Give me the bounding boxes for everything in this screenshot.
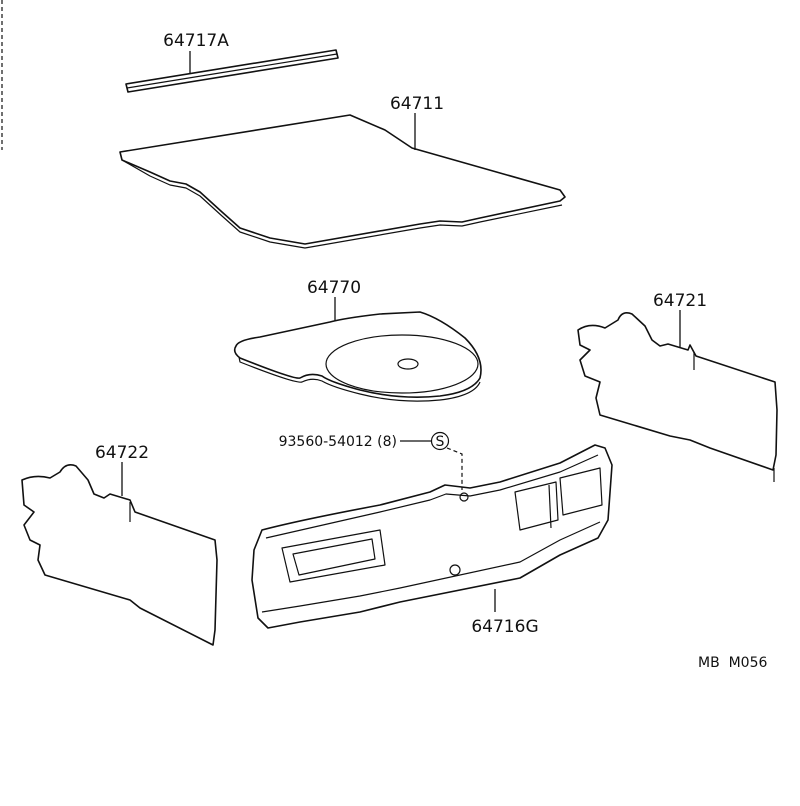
part-64716g-lower-hole bbox=[449, 564, 461, 576]
part-64717a: 64717A bbox=[125, 31, 339, 93]
drawing-code: MB M056 bbox=[698, 655, 767, 671]
part-64717a-label: 64717A bbox=[163, 31, 229, 51]
part-64711-thickness bbox=[121, 159, 563, 249]
part-64770-recess bbox=[325, 334, 479, 394]
part-64716g-upper-hole bbox=[459, 492, 469, 502]
part-64716g-left-cutout bbox=[281, 529, 386, 583]
part-64716g-left-cutout-inner bbox=[292, 538, 376, 576]
part-64716g-divider bbox=[548, 484, 552, 529]
part-64770-label: 64770 bbox=[307, 278, 361, 298]
part-64770-hole bbox=[397, 358, 419, 370]
fastener-symbol: S bbox=[436, 434, 445, 450]
part-64716g-label: 64716G bbox=[471, 617, 538, 637]
part-64722-outline bbox=[21, 464, 218, 646]
fastener-dashed-leader bbox=[446, 447, 463, 490]
part-64770-thickness bbox=[237, 351, 481, 402]
part-64721: 64721 bbox=[577, 291, 778, 482]
part-64770-outline bbox=[233, 311, 482, 398]
part-64721-label: 64721 bbox=[653, 291, 707, 311]
part-64716g-lower-flange bbox=[261, 521, 601, 613]
part-64711: 64711 bbox=[119, 94, 566, 249]
part-64716g-right-cutout-a bbox=[514, 481, 559, 531]
fastener-callout: 93560-54012 (8) S bbox=[279, 431, 463, 490]
part-64716g: 64716G bbox=[251, 444, 613, 637]
fastener-symbol-circle bbox=[430, 431, 450, 451]
part-64717a-edge bbox=[126, 53, 338, 89]
fastener-part-number: 93560-54012 (8) bbox=[279, 434, 397, 450]
part-64722: 64722 bbox=[21, 443, 218, 646]
part-64770: 64770 bbox=[233, 278, 482, 402]
part-64721-outline bbox=[577, 312, 778, 471]
part-64711-outline bbox=[119, 114, 566, 245]
part-64711-label: 64711 bbox=[390, 94, 444, 114]
part-64716g-right-cutout-b bbox=[559, 467, 603, 516]
part-64716g-upper-flange bbox=[265, 454, 599, 539]
part-64722-label: 64722 bbox=[95, 443, 149, 463]
